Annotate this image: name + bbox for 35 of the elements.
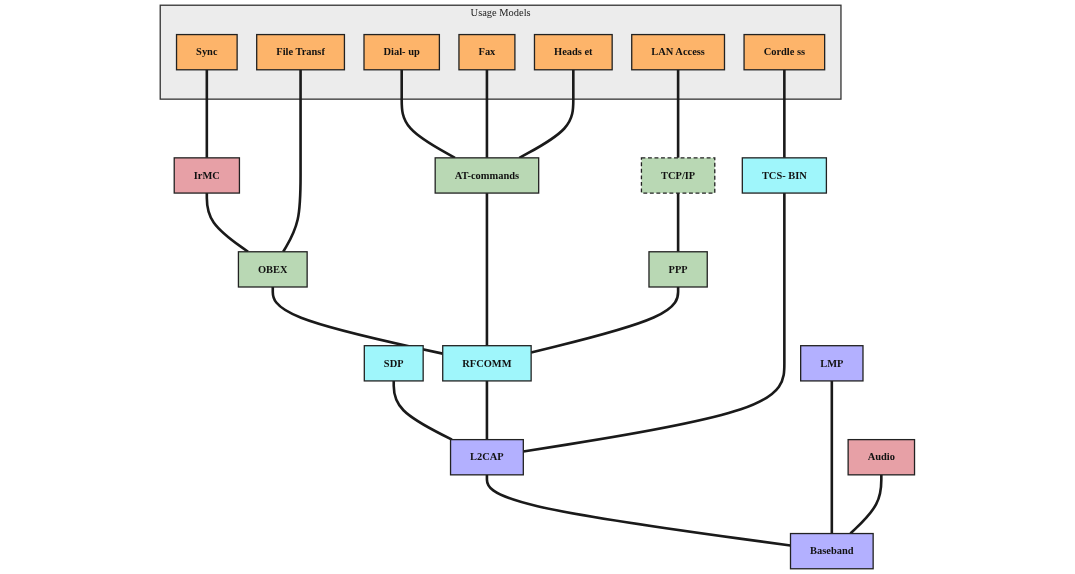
node-box: IrMC: [173, 157, 241, 194]
connector: [205, 69, 209, 158]
node-box: Audio: [847, 438, 916, 476]
node-box: SDP: [363, 345, 424, 382]
node-box: RFCOMM: [442, 345, 532, 382]
connector: [676, 69, 680, 158]
node-box: PPP: [648, 251, 708, 288]
node-box: Baseband: [790, 532, 874, 570]
connector: [518, 69, 575, 159]
connector: [849, 474, 883, 535]
connector: [783, 69, 786, 158]
node-box: Heads et: [533, 33, 613, 71]
connector: [676, 193, 680, 252]
connector: [392, 380, 453, 441]
node-box: File Transf: [256, 33, 346, 71]
node-box: LAN Access: [631, 33, 726, 71]
connector: [205, 193, 249, 253]
connector: [400, 69, 456, 159]
node-box: Cordle ss: [743, 33, 826, 71]
connector: [282, 69, 302, 253]
node-box: Sync: [176, 33, 238, 71]
connector: [523, 193, 786, 453]
node-box: TCP/IP: [640, 157, 716, 194]
connector: [485, 474, 791, 547]
node-box: OBEX: [237, 251, 308, 288]
connector: [830, 380, 834, 534]
node-box: LMP: [800, 345, 864, 382]
node-box: Fax: [458, 33, 516, 71]
node-box: TCS- BIN: [741, 157, 828, 194]
node-box: Dial- up: [363, 33, 441, 71]
connector: [485, 69, 489, 158]
connector: [485, 193, 489, 346]
node-box: AT-commands: [434, 157, 540, 194]
connector: [485, 380, 489, 440]
node-box: L2CAP: [450, 438, 525, 476]
